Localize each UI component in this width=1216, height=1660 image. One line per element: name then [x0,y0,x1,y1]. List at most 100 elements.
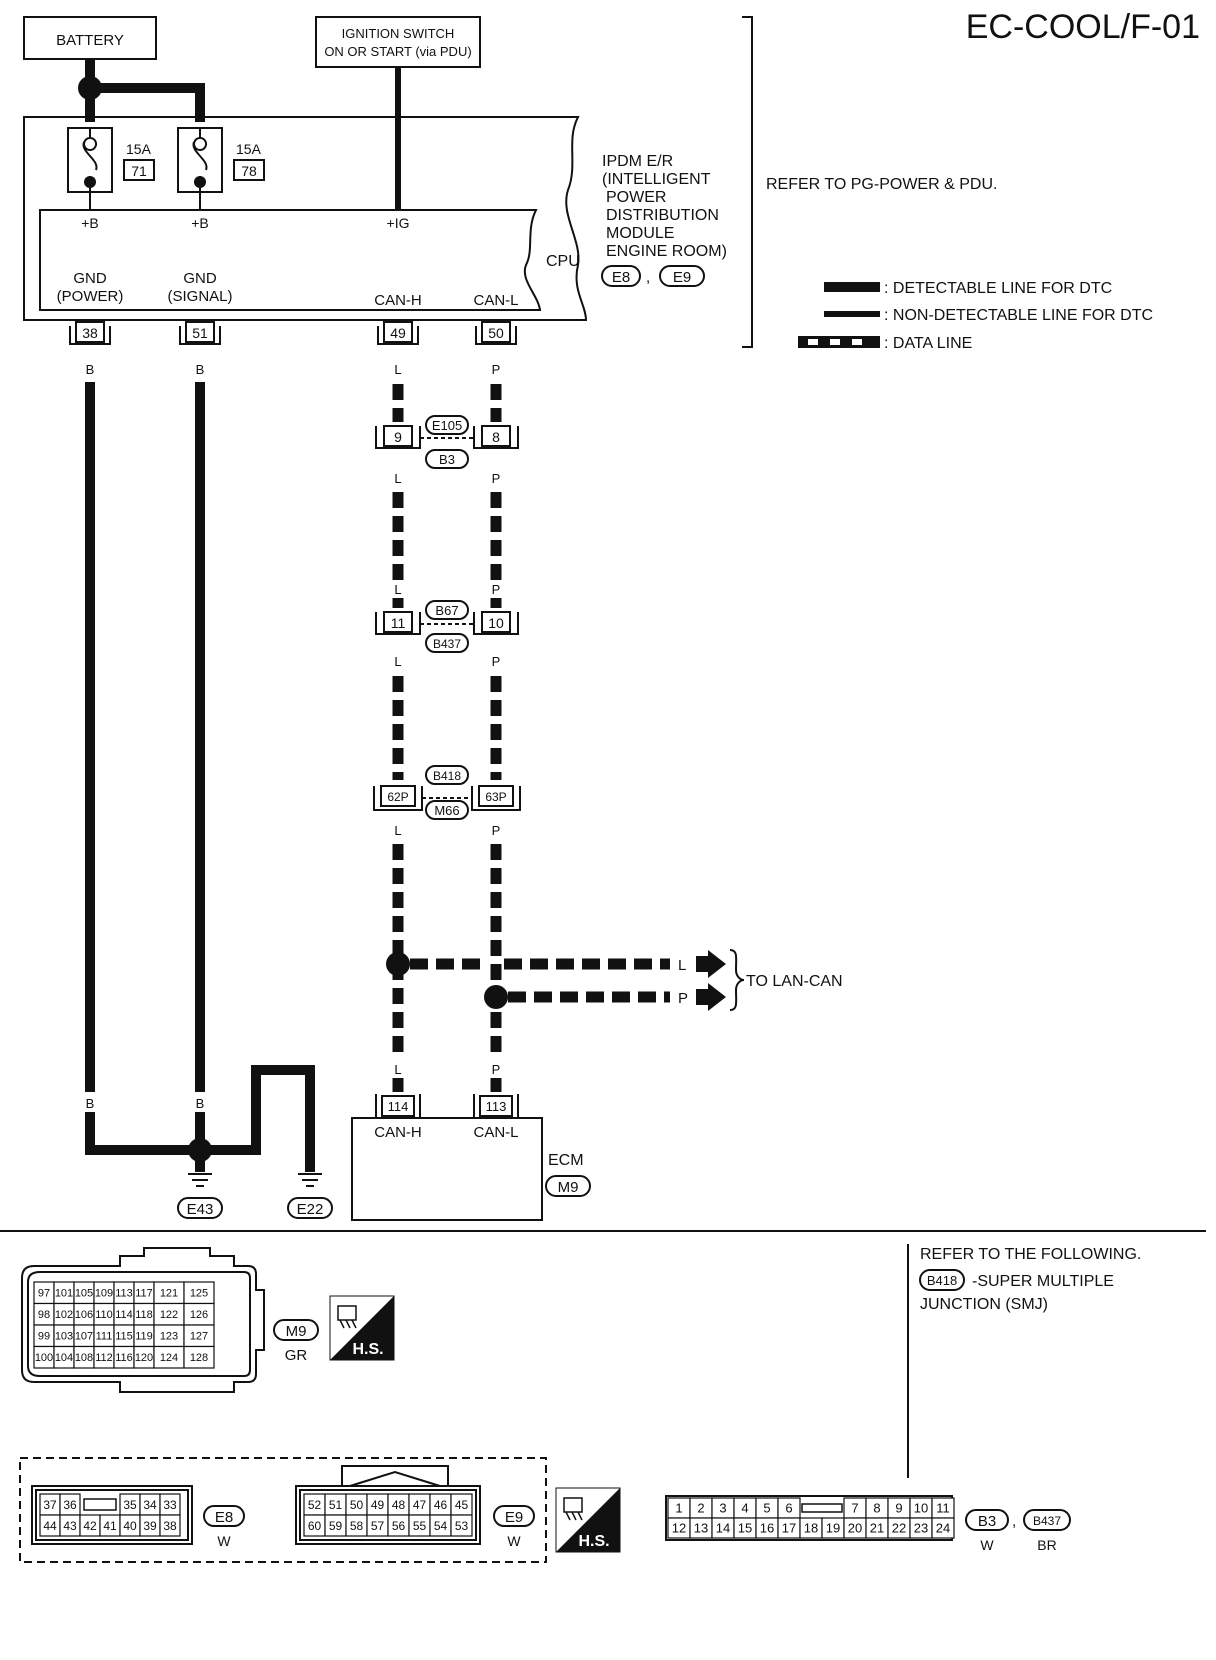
b3-pin: 6 [785,1501,792,1516]
m9-pin: 98 [38,1309,50,1321]
m9-pin: 100 [35,1352,53,1364]
plus-ig-label: +IG [387,215,410,231]
wire-color-p-1: P [492,362,501,377]
ipdm-bracket [742,16,753,348]
lan-can-l: L [678,957,686,974]
m9-pin: 107 [75,1331,93,1343]
wire-color-p-4: P [492,654,501,669]
e8-pin: 42 [83,1519,97,1533]
legend-data-line: : DATA LINE [884,335,972,352]
can-h-splice [386,952,410,976]
b3-pin: 18 [804,1521,818,1536]
e9-color: W [507,1533,521,1549]
lan-can-brace [729,949,745,1011]
b3-pin: 11 [936,1501,950,1516]
e8-pin: 35 [123,1498,137,1512]
ipdm-connector-e9: E9 [673,269,691,286]
m9-pin: 106 [75,1309,93,1321]
refer-pg-power: REFER TO PG-POWER & PDU. [766,176,997,193]
ipdm-line-4: DISTRIBUTION [606,207,719,224]
m9-pin: 109 [95,1288,113,1300]
b3-pin: 12 [672,1521,686,1536]
e9-pin: 55 [413,1519,427,1533]
terminal-50: 50 [475,321,517,345]
svg-text:10: 10 [488,615,504,631]
m9-pin: 102 [55,1309,73,1321]
b3-label: B3 [978,1513,996,1530]
lan-can-p: P [678,990,688,1007]
e8-pin: 34 [143,1498,157,1512]
ecm-label: ECM [548,1152,584,1169]
m9-pin: 125 [190,1288,208,1300]
ipdm-can-h: CAN-H [374,292,422,309]
m9-pin: 122 [160,1309,178,1321]
b3-pin: 16 [760,1521,774,1536]
e8-pin: 43 [63,1519,77,1533]
m9-pin: 128 [190,1352,208,1364]
e8-pin: 36 [63,1498,77,1512]
m9-pin: 117 [135,1288,153,1300]
terminal-49: 49 [377,321,419,345]
b3-pin: 1 [675,1501,682,1516]
gnd-signal-1: GND [183,270,217,287]
legend-detectable: : DETECTABLE LINE FOR DTC [884,280,1112,297]
wire-color-l-4: L [394,654,401,669]
svg-text:8: 8 [492,429,500,445]
fuse-78-amp: 15A [236,141,262,157]
ignition-label-2: ON OR START (via PDU) [324,44,471,59]
svg-text:11: 11 [391,615,406,631]
e9-pin: 57 [371,1519,385,1533]
fuse-71-number: 71 [131,163,147,179]
wire-color-l-6: L [394,1062,401,1077]
wire-color-b-3: B [86,1096,95,1111]
e9-pin: 56 [392,1519,406,1533]
hs-badge-1: H.S. [329,1295,395,1361]
ecm-box [351,1117,543,1221]
cpu-label: CPU [546,253,580,270]
m9-color: GR [285,1347,308,1364]
hs-badge-2: H.S. [555,1487,621,1553]
wire-color-b-4: B [196,1096,205,1111]
m9-label: M9 [286,1323,307,1340]
ignition-label-1: IGNITION SWITCH [342,26,455,41]
ecm-can-h: CAN-H [374,1124,422,1141]
fuse-78-number: 78 [241,163,257,179]
wire-color-b-2: B [196,362,205,377]
e9-pin: 46 [434,1498,448,1512]
wire-color-l-1: L [394,362,401,377]
ipdm-line-2: (INTELLIGENT [602,171,711,188]
m9-pin: 119 [135,1331,153,1343]
wire-color-l-5: L [394,823,401,838]
e8-pin: 39 [143,1519,157,1533]
m9-pin: 103 [55,1331,73,1343]
cpu-box [39,209,542,311]
ground-label-e22: E22 [297,1201,324,1218]
can-l-splice [484,985,508,1009]
svg-text:H.S.: H.S. [578,1533,609,1550]
ipdm-line-6: ENGINE ROOM) [606,243,727,260]
b3-pin: 19 [826,1521,840,1536]
wire-color-l-2: L [394,471,401,486]
b3-pin: 22 [892,1521,906,1536]
m9-pin: 111 [96,1331,113,1343]
m9-pin: 118 [135,1309,153,1321]
e9-pin: 50 [350,1498,364,1512]
m9-pin: 108 [75,1352,93,1364]
gnd-power-1: GND [73,270,107,287]
refer-line-3: JUNCTION (SMJ) [920,1296,1048,1313]
svg-text:63P: 63P [485,790,506,804]
svg-text:B437: B437 [433,637,461,651]
m9-pin: 124 [160,1352,178,1364]
e9-pin: 49 [371,1498,385,1512]
svg-text:,: , [646,269,650,286]
arrow-p [696,983,726,1011]
b3-pin: 17 [782,1521,796,1536]
e9-pin: 52 [308,1498,322,1512]
joint-e105-b3: 9 8 E105 B3 [375,415,519,469]
m9-pin: 113 [115,1288,133,1300]
terminal-51: 51 [179,321,221,345]
e8-pin: 40 [123,1519,137,1533]
ecm-can-l: CAN-L [473,1124,518,1141]
e9-pin: 47 [413,1498,427,1512]
